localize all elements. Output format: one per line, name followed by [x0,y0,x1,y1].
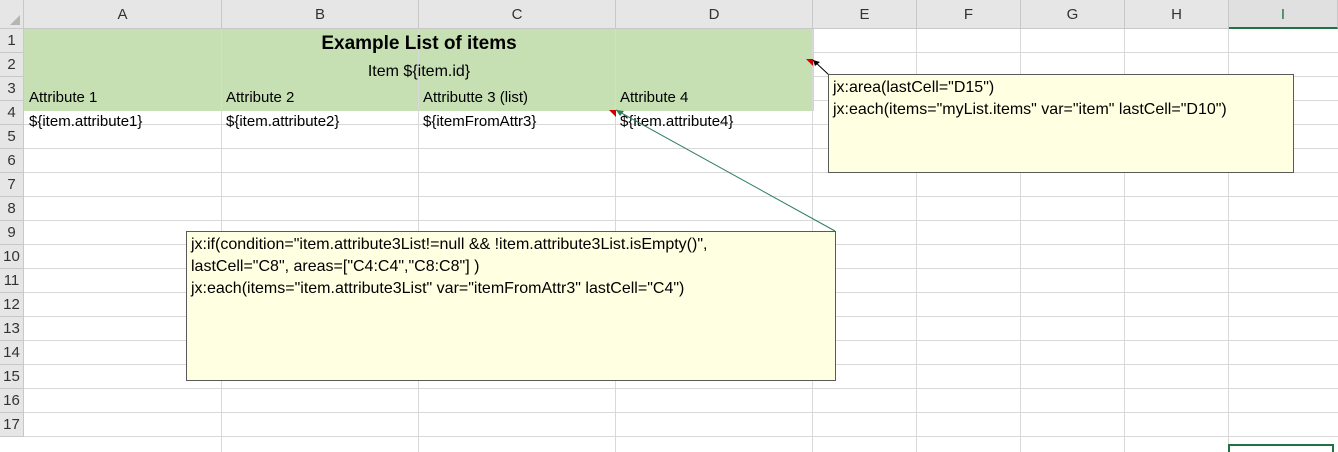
column-header-d[interactable]: D [616,0,813,29]
row-header-5[interactable]: 5 [0,125,24,149]
gridline-horizontal [814,52,1338,53]
row-header-17[interactable]: 17 [0,413,24,437]
column-header-f[interactable]: F [917,0,1021,29]
header-fill-range [24,29,814,111]
row-header-8[interactable]: 8 [0,197,24,221]
gridline-horizontal [24,148,1338,149]
gridline-vertical [1228,29,1229,452]
row-header-3[interactable]: 3 [0,77,24,101]
column-header-b[interactable]: B [222,0,419,29]
cell-b3[interactable]: Attribute 2 [226,89,295,106]
row-header-11[interactable]: 11 [0,269,24,293]
row-header-15[interactable]: 15 [0,365,24,389]
row-header-14[interactable]: 14 [0,341,24,365]
comment-c4-line-1: jx:if(condition="item.attribute3List!=nu… [191,236,708,253]
column-header-g[interactable]: G [1021,0,1125,29]
column-header-h[interactable]: H [1125,0,1229,29]
comment-indicator-c4-icon[interactable] [609,110,616,117]
comment-d2-line-1: jx:area(lastCell="D15") [833,79,995,96]
active-cell-selection[interactable] [1228,444,1334,452]
gridline-vertical [1124,29,1125,452]
connector-c4 [615,109,836,232]
select-all-corner[interactable] [0,0,24,29]
comment-c4-line-3: jx:each(items="item.attribute3List" var=… [191,280,685,297]
gridline-horizontal [24,412,1338,413]
select-all-triangle-icon [10,15,20,25]
cell-a3[interactable]: Attribute 1 [29,89,98,106]
connector-d2-arrowhead-icon [813,60,820,66]
cell-a4[interactable]: ${item.attribute1} [29,113,143,130]
gridline-horizontal [24,220,1338,221]
cell-a1-title[interactable]: Example List of items [321,33,517,54]
row-header-4[interactable]: 4 [0,101,24,125]
gridline-horizontal [24,172,1338,173]
row-header-6[interactable]: 6 [0,149,24,173]
row-header-7[interactable]: 7 [0,173,24,197]
comment-c4-line-2: lastCell="C8", areas=["C4:C4","C8:C8"] ) [191,258,480,275]
connector-c4-arrowhead-icon [616,110,624,116]
column-header-a[interactable]: A [24,0,222,29]
gridline-horizontal [24,388,1338,389]
comment-box-d2[interactable]: jx:area(lastCell="D15") jx:each(items="m… [828,74,1294,173]
gridline-vertical [1020,29,1021,452]
column-header-e[interactable]: E [813,0,917,29]
row-header-10[interactable]: 10 [0,245,24,269]
row-header-13[interactable]: 13 [0,317,24,341]
cell-d4[interactable]: ${item.attribute4} [620,113,734,130]
gridline-horizontal [24,436,1338,437]
cell-c4[interactable]: ${itemFromAttr3} [423,113,537,130]
row-header-9[interactable]: 9 [0,221,24,245]
gridline-horizontal [24,124,1338,125]
column-header-c[interactable]: C [419,0,616,29]
gridline-horizontal [24,196,1338,197]
comment-indicator-d2-icon[interactable] [806,59,813,66]
comment-box-c4[interactable]: jx:if(condition="item.attribute3List!=nu… [186,231,836,381]
row-header-2[interactable]: 2 [0,53,24,77]
row-header-16[interactable]: 16 [0,389,24,413]
cell-d3[interactable]: Attribute 4 [620,89,689,106]
comment-d2-line-2: jx:each(items="myList.items" var="item" … [833,101,1227,118]
cell-a2-subtitle[interactable]: Item ${item.id} [367,63,471,80]
cell-c3[interactable]: Attributte 3 (list) [423,89,529,106]
row-header-12[interactable]: 12 [0,293,24,317]
gridline-vertical [916,29,917,452]
row-header-1[interactable]: 1 [0,29,24,53]
cell-b4[interactable]: ${item.attribute2} [226,113,340,130]
